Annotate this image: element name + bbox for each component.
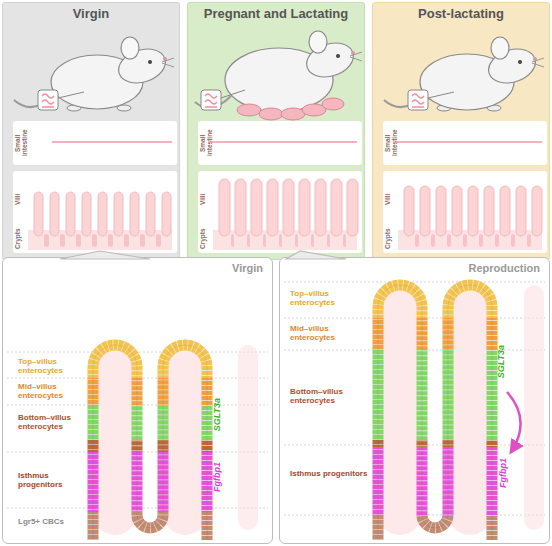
region-label: Crypts: [200, 227, 207, 251]
intestine-box: Small intestine: [383, 121, 547, 165]
zoom-panel: Reproduction: [279, 257, 550, 544]
villi-box: VilliCrypts: [198, 171, 362, 253]
panel-title: Virgin: [232, 262, 263, 274]
intestine-box: Small intestine: [198, 121, 362, 165]
region-label: Crypts: [385, 227, 392, 251]
condition-panel: VirginSmall intestineVilliCrypts: [2, 2, 180, 260]
region-label: Small intestine: [385, 123, 398, 163]
villi-box: VilliCrypts: [383, 171, 547, 253]
region-label: Small intestine: [200, 123, 213, 163]
condition-panel: Post-lactatingSmall intestineVilliCrypts: [372, 2, 550, 260]
panel-title: Virgin: [3, 7, 179, 21]
villi-box: VilliCrypts: [13, 171, 177, 253]
region-label: Villi: [15, 173, 22, 225]
region-label: Small intestine: [15, 123, 28, 163]
panel-title: Reproduction: [469, 262, 541, 274]
intestine-box: Small intestine: [13, 121, 177, 165]
condition-panel: Pregnant and LactatingSmall intestineVil…: [187, 2, 365, 260]
zoom-panel: Virgin: [2, 257, 273, 544]
region-label: Villi: [385, 173, 392, 225]
region-label: Villi: [200, 173, 207, 225]
panel-title: Post-lactating: [373, 7, 549, 21]
region-label: Crypts: [15, 227, 22, 251]
panel-title: Pregnant and Lactating: [188, 7, 364, 21]
